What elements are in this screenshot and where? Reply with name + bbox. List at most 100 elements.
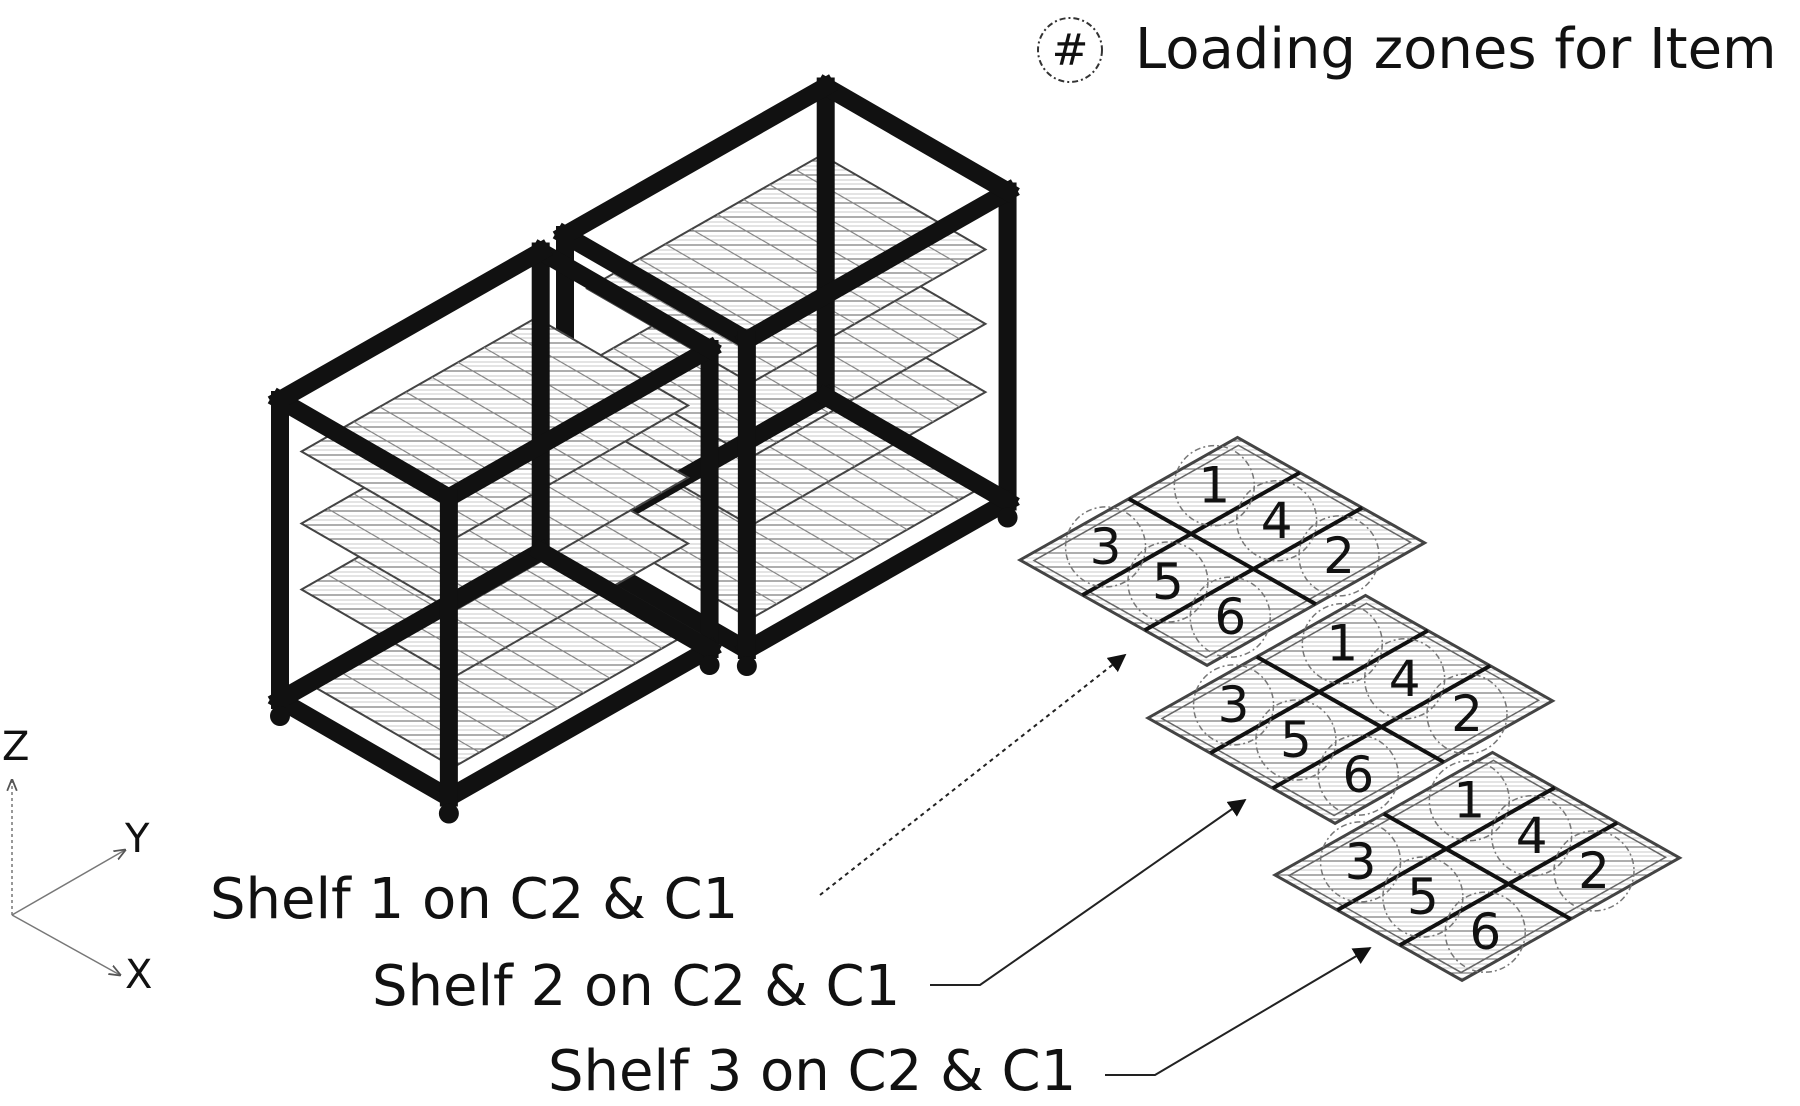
shelf-2-zone-4-circle <box>1363 638 1446 720</box>
cabinet-back-caster <box>736 656 757 676</box>
shelf-3-zone-5-number: 5 <box>1407 868 1439 926</box>
shelf-2-zone-6-number: 6 <box>1342 746 1374 804</box>
cabinet-front-shelf-slat <box>483 346 637 436</box>
cabinet-front-rail-top-back <box>528 239 722 362</box>
shelf-3-zone-4-number: 4 <box>1516 807 1548 865</box>
shelf-3-zone-3-number: 3 <box>1345 833 1377 891</box>
shelf-2-zone-divider <box>1209 628 1429 755</box>
cabinet-front <box>267 239 722 824</box>
cabinet-front-caster <box>270 706 290 726</box>
shelf-2-zone-5-circle <box>1255 699 1337 781</box>
cabinet-front-shelf-slat <box>353 421 506 511</box>
cabinet-front-caster <box>438 803 459 824</box>
shelf-2-label: Shelf 2 on C2 & C1 <box>372 954 900 1019</box>
legend: # Loading zones for Item 1 <box>1037 17 1800 83</box>
cabinet-front-rail-bottom-left <box>267 539 553 713</box>
shelf-3-zone-divider <box>1398 820 1619 947</box>
axis-triad: Z Y X <box>2 724 152 998</box>
shelf-1-zone-6-circle <box>1189 576 1271 658</box>
shelf-1-leader <box>819 653 1127 896</box>
shelf-2-zone-4-number: 4 <box>1389 650 1421 708</box>
shelf-2-tray-rim <box>1160 602 1541 817</box>
shelf-2-zone-5-number: 5 <box>1280 711 1312 769</box>
cabinet-back-shelf-slat <box>638 494 804 590</box>
legend-symbol: # <box>1052 25 1089 76</box>
shelf-2-leader <box>930 798 1247 986</box>
shelf-1-zone-5-number: 5 <box>1152 553 1184 611</box>
shelf-3-zone-6-number: 6 <box>1469 903 1501 961</box>
cabinet-back-rail-bottom-right <box>734 489 1020 663</box>
shelf-3-zones: 1 2 3 4 56 <box>1271 750 1683 983</box>
cabinet-front-rail-bottom-right <box>436 636 722 810</box>
shelf-1-zones: 1 2 3 4 56 <box>1016 435 1428 668</box>
legend-label: Loading zones for Item 1 <box>1135 17 1800 82</box>
cabinet-front-rail-bottom-front <box>267 687 462 810</box>
cabinet-back-rail-top-left <box>552 74 838 248</box>
shelf-3-zone-2-circle <box>1553 830 1635 912</box>
shelf-2-zone-3-number: 3 <box>1218 676 1250 734</box>
shelf-3-zone-3-circle <box>1319 821 1402 903</box>
shelf-3-label: Shelf 3 on C2 & C1 <box>548 1039 1076 1102</box>
shelf-1-label: Shelf 1 on C2 & C1 <box>210 867 738 932</box>
cabinet-back-shelf-slat <box>769 184 934 280</box>
shelf-1-zone-5-circle <box>1127 541 1209 623</box>
cabinet-back-shelf-slat <box>638 332 804 429</box>
cabinet-back <box>552 74 1020 676</box>
cabinet-back-rail-top-back <box>813 74 1020 204</box>
shelf-3-zone-5-circle <box>1382 856 1464 938</box>
cabinet-back-shelf-slat <box>638 258 804 354</box>
shelf-1-zone-4-circle <box>1235 480 1318 562</box>
shelf-1-zone-3-circle <box>1064 506 1147 588</box>
cabinet-front-rail-top-left <box>267 239 553 413</box>
shelf-3-zone-divider <box>1336 785 1556 912</box>
shelf-3-leader <box>1105 947 1372 1076</box>
cabinet-front-shelf-slat <box>379 406 532 496</box>
shelf-2-zone-1-number: 1 <box>1326 615 1358 673</box>
shelf-1-zone-divider <box>1081 470 1301 597</box>
shelf-1-zone-divider <box>1143 505 1364 632</box>
cabinet-back-caster <box>997 507 1018 528</box>
shelf-2-zone-divider <box>1255 655 1445 764</box>
cabinet-back-rail-top-front <box>552 222 760 353</box>
legend-zone-icon <box>1037 17 1103 83</box>
shelf-2-zone-6-circle <box>1317 734 1399 816</box>
shelf-2-zone-2-number: 2 <box>1451 685 1483 743</box>
cabinet-front-rail-top-front <box>267 387 462 510</box>
shelf-2-zone-1-circle <box>1301 602 1384 685</box>
shelf-2-zone-2-circle <box>1426 673 1508 755</box>
cabinet-front-caster <box>699 655 720 675</box>
cabinets <box>267 74 1020 824</box>
cabinet-back-rail-top-right <box>734 179 1020 353</box>
shelf-1-zone-2-number: 2 <box>1323 527 1355 585</box>
shelf-3-tray-rim <box>1287 759 1668 974</box>
shelf-3-zone-2-number: 2 <box>1578 842 1610 900</box>
shelf-1-zone-6-number: 6 <box>1214 588 1246 646</box>
shelf-2-zone-3-circle <box>1192 664 1275 746</box>
shelf-1-zone-2-circle <box>1298 515 1380 597</box>
shelf-1-zone-3-number: 3 <box>1090 518 1122 576</box>
leader-arrows <box>819 653 1372 1076</box>
y-axis-label: Y <box>124 816 150 862</box>
cabinet-front-shelf-slat <box>353 559 506 649</box>
cabinet-back-rail-bottom-back <box>813 384 1020 514</box>
cabinet-front-shelf-slat <box>431 376 585 466</box>
shelf-1-zone-1-number: 1 <box>1198 457 1230 515</box>
cabinet-front-rail-bottom-back <box>528 539 722 662</box>
shelf-3-zone-1-circle <box>1428 759 1511 842</box>
cabinet-back-shelf-slat <box>717 213 882 310</box>
cabinet-front-rail-top-right <box>436 336 722 510</box>
shelf-2-zone-divider <box>1271 663 1492 790</box>
shelf-1-zone-4-number: 4 <box>1261 492 1293 550</box>
x-axis-label: X <box>125 952 152 998</box>
cabinet-front-shelf-slat <box>353 493 506 583</box>
y-axis-line <box>11 850 125 916</box>
shelf-3-zone-1-number: 1 <box>1453 772 1485 830</box>
cabinet-front-shelf-slat <box>353 649 506 739</box>
shelf-3-zone-4-circle <box>1490 795 1573 877</box>
shelf-2-zones: 1 2 3 4 56 <box>1144 593 1556 826</box>
shelf-1-zone-divider <box>1127 497 1317 606</box>
shelf-labels: Shelf 1 on C2 & C1 Shelf 2 on C2 & C1 Sh… <box>210 867 1076 1104</box>
shelf-1-tray-rim <box>1032 444 1413 659</box>
